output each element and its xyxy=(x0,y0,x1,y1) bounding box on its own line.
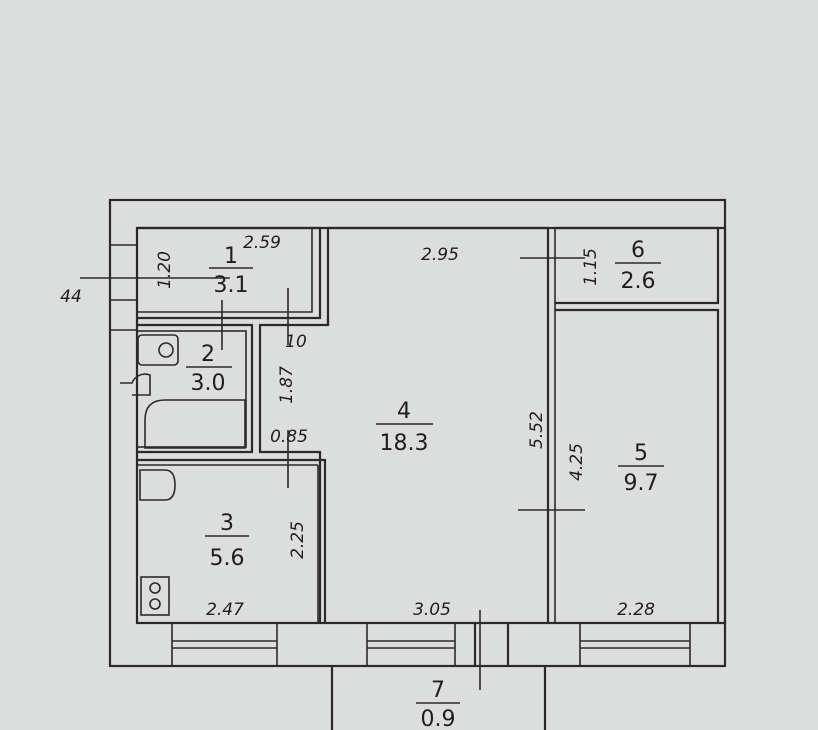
room-5-number: 5 xyxy=(634,441,648,466)
room-4-number: 4 xyxy=(397,399,411,424)
room-7-number: 7 xyxy=(431,678,445,703)
room-7 xyxy=(330,666,547,730)
room-2-area: 3.0 xyxy=(191,371,226,396)
room-2 xyxy=(120,323,254,454)
dim-room4-height: 5.52 xyxy=(527,411,547,449)
dim-room6-height: 1.15 xyxy=(581,248,601,286)
counter-icon xyxy=(139,469,176,501)
room-6-number: 6 xyxy=(631,238,645,263)
room-7-area: 0.9 xyxy=(421,707,456,730)
dim-room4-bottom-width: 3.05 xyxy=(413,600,451,620)
room-labels: 1 3.1 2 3.0 3 5.6 4 18.3 5 9.7 6 2.6 7 0… xyxy=(186,238,664,730)
room-4 xyxy=(258,226,556,623)
dim-corridor-gap: 10 xyxy=(285,332,307,352)
dim-room2-height: 1.87 xyxy=(277,366,297,404)
room-4-area: 18.3 xyxy=(380,431,429,456)
windows xyxy=(171,622,691,667)
dim-room1-height: 1.20 xyxy=(155,251,175,289)
room-1-number: 1 xyxy=(224,244,238,269)
stove-icon xyxy=(140,576,170,616)
room-6-area: 2.6 xyxy=(621,269,656,294)
bathtub-icon xyxy=(144,399,246,449)
sink-icon xyxy=(137,334,179,366)
dim-room3-width: 2.47 xyxy=(206,600,244,620)
wall-mark: 44 xyxy=(60,287,82,307)
room-5-area: 9.7 xyxy=(624,471,659,496)
dim-room4-width: 2.95 xyxy=(421,245,459,265)
dimension-labels: 2.59 1.20 2.95 1.15 10 1.87 0.85 5.52 4.… xyxy=(60,233,655,620)
room-2-number: 2 xyxy=(201,342,215,367)
room-3-number: 3 xyxy=(220,511,234,536)
dimension-lines xyxy=(80,257,585,690)
room-1-area: 3.1 xyxy=(214,273,249,298)
dim-corridor-width: 0.85 xyxy=(270,427,308,447)
dim-room3-height: 2.25 xyxy=(288,521,308,559)
dim-room5-height: 4.25 xyxy=(567,443,587,481)
room-3-area: 5.6 xyxy=(210,546,245,571)
dim-room5-width: 2.28 xyxy=(617,600,655,620)
toilet-icon xyxy=(120,373,151,396)
room-1 xyxy=(137,226,322,320)
room-5 xyxy=(555,308,720,623)
dim-room1-width: 2.59 xyxy=(243,233,281,253)
